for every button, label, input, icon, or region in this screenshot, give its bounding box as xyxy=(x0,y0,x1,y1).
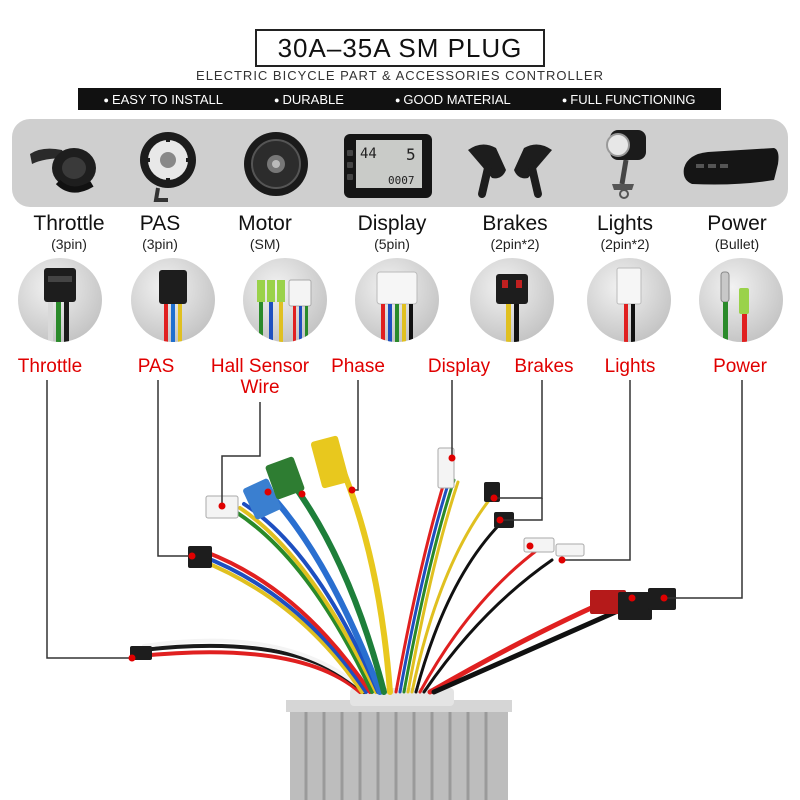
wire-label-phase: Phase xyxy=(331,356,385,377)
component-pins: (SM) xyxy=(249,236,281,252)
pas-plug-icon xyxy=(159,270,187,342)
wire-label-brakes: Brakes xyxy=(514,356,574,377)
component-display: Display (5pin) xyxy=(337,212,447,252)
connection-dots xyxy=(128,454,668,662)
component-throttle: Throttle (3pin) xyxy=(14,212,124,252)
display-connector-closeup xyxy=(355,258,439,342)
power-bullet-icon xyxy=(720,271,749,342)
feature-item: DURABLE xyxy=(274,92,343,107)
component-name: Throttle xyxy=(33,212,105,235)
lights-connector-closeup xyxy=(587,258,671,342)
component-name: Motor xyxy=(238,212,292,235)
component-pins: (5pin) xyxy=(374,236,410,252)
component-name: PAS xyxy=(139,212,181,235)
pas-connector-closeup xyxy=(131,258,215,342)
feature-item: GOOD MATERIAL xyxy=(395,92,510,107)
wire-label-display: Display xyxy=(427,356,491,377)
component-pas: PAS (3pin) xyxy=(105,212,215,252)
component-name: Power xyxy=(707,212,767,235)
wire-label-throttle: Throttle xyxy=(17,356,83,377)
component-pins: (2pin*2) xyxy=(600,236,650,252)
display-plug-icon xyxy=(376,271,418,342)
pas-sensor-icon xyxy=(140,132,196,202)
hub-motor-icon xyxy=(244,132,308,196)
display-speed-readout: 44 xyxy=(360,146,377,162)
component-name: Lights xyxy=(596,212,654,235)
brakes-plug-icon xyxy=(496,274,528,342)
thumb-throttle-icon xyxy=(30,148,96,193)
wire-label-power: Power xyxy=(713,356,767,377)
component-name: Display xyxy=(357,212,427,235)
component-name: Brakes xyxy=(482,212,548,235)
product-title: 30A–35A SM PLUG xyxy=(255,29,545,67)
display-odo-readout: 0007 xyxy=(388,174,415,187)
lights-plug-icon xyxy=(616,267,642,342)
wire-label-pas: PAS xyxy=(137,356,175,377)
component-pins: (3pin) xyxy=(142,236,178,252)
brake-levers-icon xyxy=(468,144,552,198)
component-pins: (3pin) xyxy=(51,236,87,252)
throttle-connector-closeup xyxy=(18,258,102,342)
wire-label-lights: Lights xyxy=(604,356,656,377)
feature-item: FULL FUNCTIONING xyxy=(562,92,695,107)
display-level-readout: 5 xyxy=(406,145,416,164)
feature-item: EASY TO INSTALL xyxy=(104,92,223,107)
motor-connector-closeup xyxy=(243,258,327,342)
lcd-display-icon: 44 5 0007 xyxy=(344,134,432,198)
throttle-plug-icon xyxy=(44,268,76,342)
motor-plug-icon xyxy=(257,279,312,342)
component-brakes: Brakes (2pin*2) xyxy=(460,212,570,252)
battery-icon xyxy=(683,148,779,185)
product-subtitle: ELECTRIC BICYCLE PART & ACCESSORIES CONT… xyxy=(196,68,604,83)
wire-label-hall-sensor: Hall Sensor Wire xyxy=(210,356,310,398)
component-pins: (Bullet) xyxy=(714,236,760,252)
feature-bar: EASY TO INSTALL DURABLE GOOD MATERIAL FU… xyxy=(78,88,721,110)
wire-connectors xyxy=(130,435,676,660)
component-pins: (2pin*2) xyxy=(490,236,540,252)
controller-body xyxy=(286,688,512,800)
component-motor: Motor (SM) xyxy=(210,212,320,252)
component-power: Power (Bullet) xyxy=(682,212,792,252)
wire-bundle xyxy=(138,465,623,695)
power-connector-closeup xyxy=(699,258,783,342)
headlight-icon xyxy=(606,130,646,199)
leader-lines xyxy=(46,380,743,659)
brakes-connector-closeup xyxy=(470,258,554,342)
component-lights: Lights (2pin*2) xyxy=(570,212,680,252)
